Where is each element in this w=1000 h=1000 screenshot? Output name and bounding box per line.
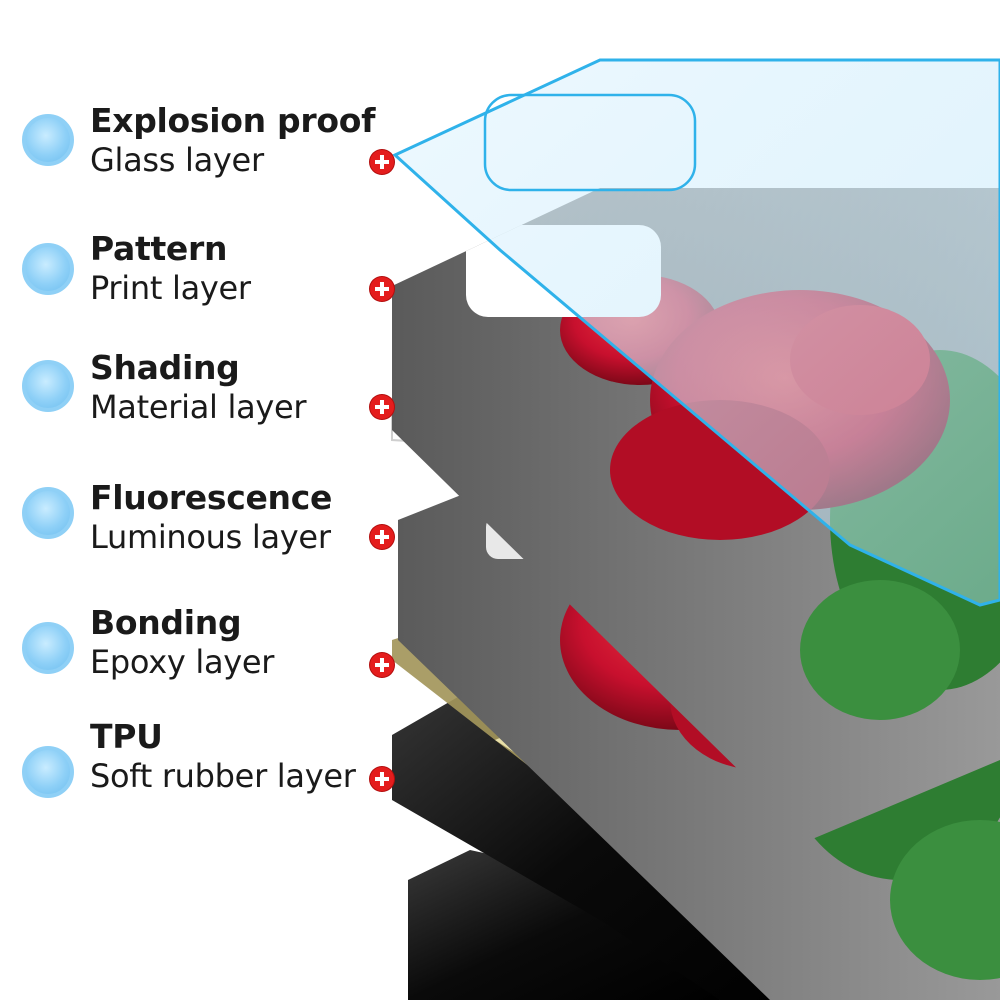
layer-title: Pattern (90, 229, 228, 268)
layer-label-epoxy: Bonding Epoxy layer (90, 604, 390, 682)
layer-label-print: Pattern Print layer (90, 230, 390, 308)
layer-title: Explosion proof (90, 101, 376, 140)
plus-marker-icon (370, 277, 394, 301)
circle-bullet-icon (22, 622, 74, 674)
circle-bullet-icon (22, 746, 74, 798)
circle-bullet-icon (22, 114, 74, 166)
layer-title: Bonding (90, 603, 242, 642)
plus-marker-icon (370, 150, 394, 174)
layer-title: Shading (90, 348, 240, 387)
layer-subtitle: Luminous layer (90, 518, 331, 556)
layer-subtitle: Epoxy layer (90, 643, 275, 681)
layer-title: TPU (90, 717, 163, 756)
layer-subtitle: Material layer (90, 388, 307, 426)
layer-label-tpu: TPU Soft rubber layer (90, 718, 390, 796)
layer-subtitle: Glass layer (90, 141, 264, 179)
layer-label-material: Shading Material layer (90, 349, 390, 427)
circle-bullet-icon (22, 360, 74, 412)
plus-marker-icon (370, 395, 394, 419)
circle-bullet-icon (22, 243, 74, 295)
circle-bullet-icon (22, 487, 74, 539)
glass-layer (392, 58, 1000, 607)
layer-label-glass: Explosion proof Glass layer (90, 102, 390, 180)
layer-subtitle: Soft rubber layer (90, 757, 356, 795)
layer-title: Fluorescence (90, 478, 333, 517)
plus-marker-icon (370, 525, 394, 549)
plus-marker-icon (370, 653, 394, 677)
layer-subtitle: Print layer (90, 269, 251, 307)
layer-label-luminous: Fluorescence Luminous layer (90, 479, 390, 557)
plus-marker-icon (370, 767, 394, 791)
